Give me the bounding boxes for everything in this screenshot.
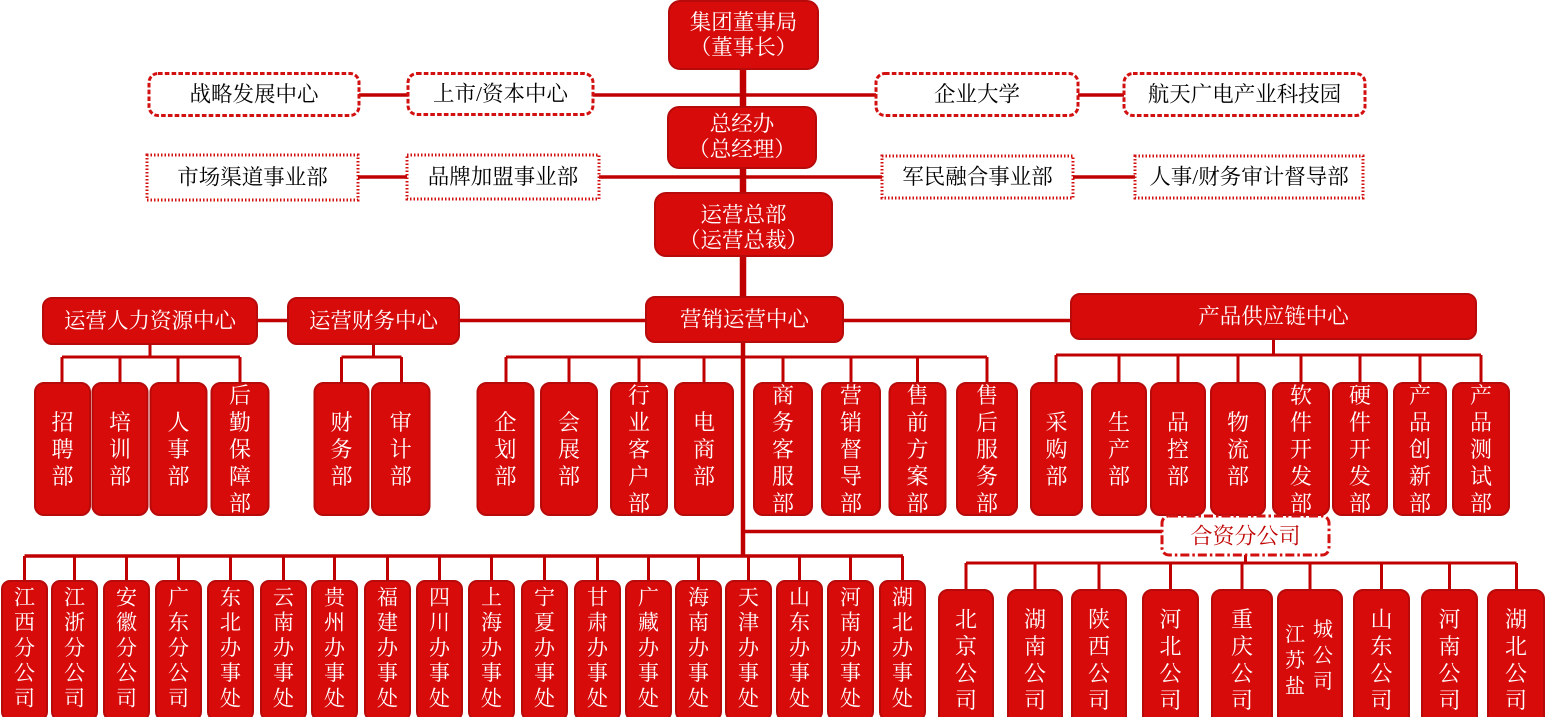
svg-text:北京公司: 北京公司: [955, 607, 977, 713]
svg-text:湖南公司: 湖南公司: [1024, 607, 1046, 713]
svg-text:硬件开发部: 硬件开发部: [1349, 383, 1371, 516]
svg-text:天津办事处: 天津办事处: [738, 586, 760, 711]
svg-text:采购部: 采购部: [1045, 410, 1067, 489]
svg-text:软件开发部: 软件开发部: [1290, 383, 1312, 516]
svg-text:产品供应链中心: 产品供应链中心: [1198, 305, 1350, 329]
svg-text:安徽分公司: 安徽分公司: [116, 586, 137, 711]
svg-text:海南办事处: 海南办事处: [688, 586, 710, 711]
svg-text:四川办事处: 四川办事处: [429, 586, 451, 711]
svg-text:企业大学: 企业大学: [934, 83, 1020, 107]
svg-text:审计部: 审计部: [390, 410, 412, 489]
svg-text:江苏盐: 江苏盐: [1285, 623, 1306, 698]
svg-text:招聘部: 招聘部: [51, 410, 73, 489]
svg-text:品控部: 品控部: [1167, 410, 1189, 489]
svg-text:江浙分公司: 江浙分公司: [64, 586, 85, 711]
svg-text:营销运营中心: 营销运营中心: [680, 308, 811, 332]
svg-text:市场渠道事业部: 市场渠道事业部: [177, 166, 328, 190]
svg-text:品牌加盟事业部: 品牌加盟事业部: [428, 165, 579, 189]
svg-text:河南办事处: 河南办事处: [840, 586, 862, 711]
svg-text:后勤保障部: 后勤保障部: [229, 383, 251, 516]
svg-text:培训部: 培训部: [109, 410, 131, 489]
svg-text:总经办: 总经办: [710, 112, 776, 136]
svg-text:贵州办事处: 贵州办事处: [324, 586, 347, 711]
svg-text:企划部: 企划部: [494, 410, 516, 489]
svg-text:军民融合事业部: 军民融合事业部: [902, 165, 1053, 189]
svg-text:合资分公司: 合资分公司: [1190, 524, 1300, 549]
svg-text:山东公司: 山东公司: [1370, 607, 1392, 713]
svg-text:湖北办事处: 湖北办事处: [892, 586, 914, 711]
svg-text:运营财务中心: 运营财务中心: [309, 309, 440, 333]
svg-text:东北办事处: 东北办事处: [220, 586, 242, 711]
svg-text:湖北公司: 湖北公司: [1505, 607, 1527, 713]
svg-text:江西分公司: 江西分公司: [14, 586, 35, 711]
svg-text:城公司: 城公司: [1313, 618, 1333, 693]
svg-text:战略发展中心: 战略发展中心: [189, 83, 320, 107]
svg-text:河南公司: 河南公司: [1438, 607, 1460, 713]
svg-text:售后服务部: 售后服务部: [976, 383, 998, 516]
svg-text:会展部: 会展部: [558, 410, 580, 489]
svg-text:甘肃办事处: 甘肃办事处: [587, 586, 609, 711]
svg-text:运营总部: 运营总部: [700, 203, 786, 227]
svg-text:（运营总裁）: （运营总裁）: [679, 229, 808, 253]
svg-text:广藏办事处: 广藏办事处: [638, 586, 660, 711]
svg-text:售前方案部: 售前方案部: [906, 383, 928, 516]
svg-text:上市/资本中心: 上市/资本中心: [433, 82, 569, 106]
svg-text:（董事长）: （董事长）: [690, 36, 798, 60]
svg-text:集团董事局: 集团董事局: [690, 11, 798, 35]
svg-text:重庆公司: 重庆公司: [1231, 607, 1253, 713]
svg-text:营销督导部: 营销督导部: [840, 383, 862, 516]
svg-text:产品创新部: 产品创新部: [1409, 383, 1431, 516]
svg-text:河北公司: 河北公司: [1159, 607, 1181, 713]
svg-text:陕西公司: 陕西公司: [1088, 607, 1110, 713]
svg-text:云南办事处: 云南办事处: [273, 586, 295, 711]
svg-text:广东分公司: 广东分公司: [168, 586, 189, 711]
svg-text:产品测试部: 产品测试部: [1470, 383, 1492, 516]
svg-text:行业客户部: 行业客户部: [628, 383, 650, 516]
svg-text:人事/财务审计督导部: 人事/财务审计督导部: [1149, 165, 1348, 189]
svg-text:电商部: 电商部: [693, 410, 715, 489]
svg-text:生产部: 生产部: [1108, 410, 1130, 489]
svg-text:物流部: 物流部: [1227, 410, 1249, 489]
svg-text:财务部: 财务部: [330, 410, 352, 489]
svg-text:商务客服部: 商务客服部: [772, 383, 794, 516]
svg-text:山东办事处: 山东办事处: [789, 586, 811, 711]
svg-text:航天广电产业科技园: 航天广电产业科技园: [1148, 83, 1342, 107]
svg-text:福建办事处: 福建办事处: [377, 586, 399, 711]
svg-text:（总经理）: （总经理）: [688, 138, 796, 162]
svg-text:上海办事处: 上海办事处: [481, 586, 503, 711]
svg-text:人事部: 人事部: [167, 410, 189, 489]
svg-text:宁夏办事处: 宁夏办事处: [534, 586, 556, 711]
svg-text:运营人力资源中心: 运营人力资源中心: [64, 309, 238, 333]
